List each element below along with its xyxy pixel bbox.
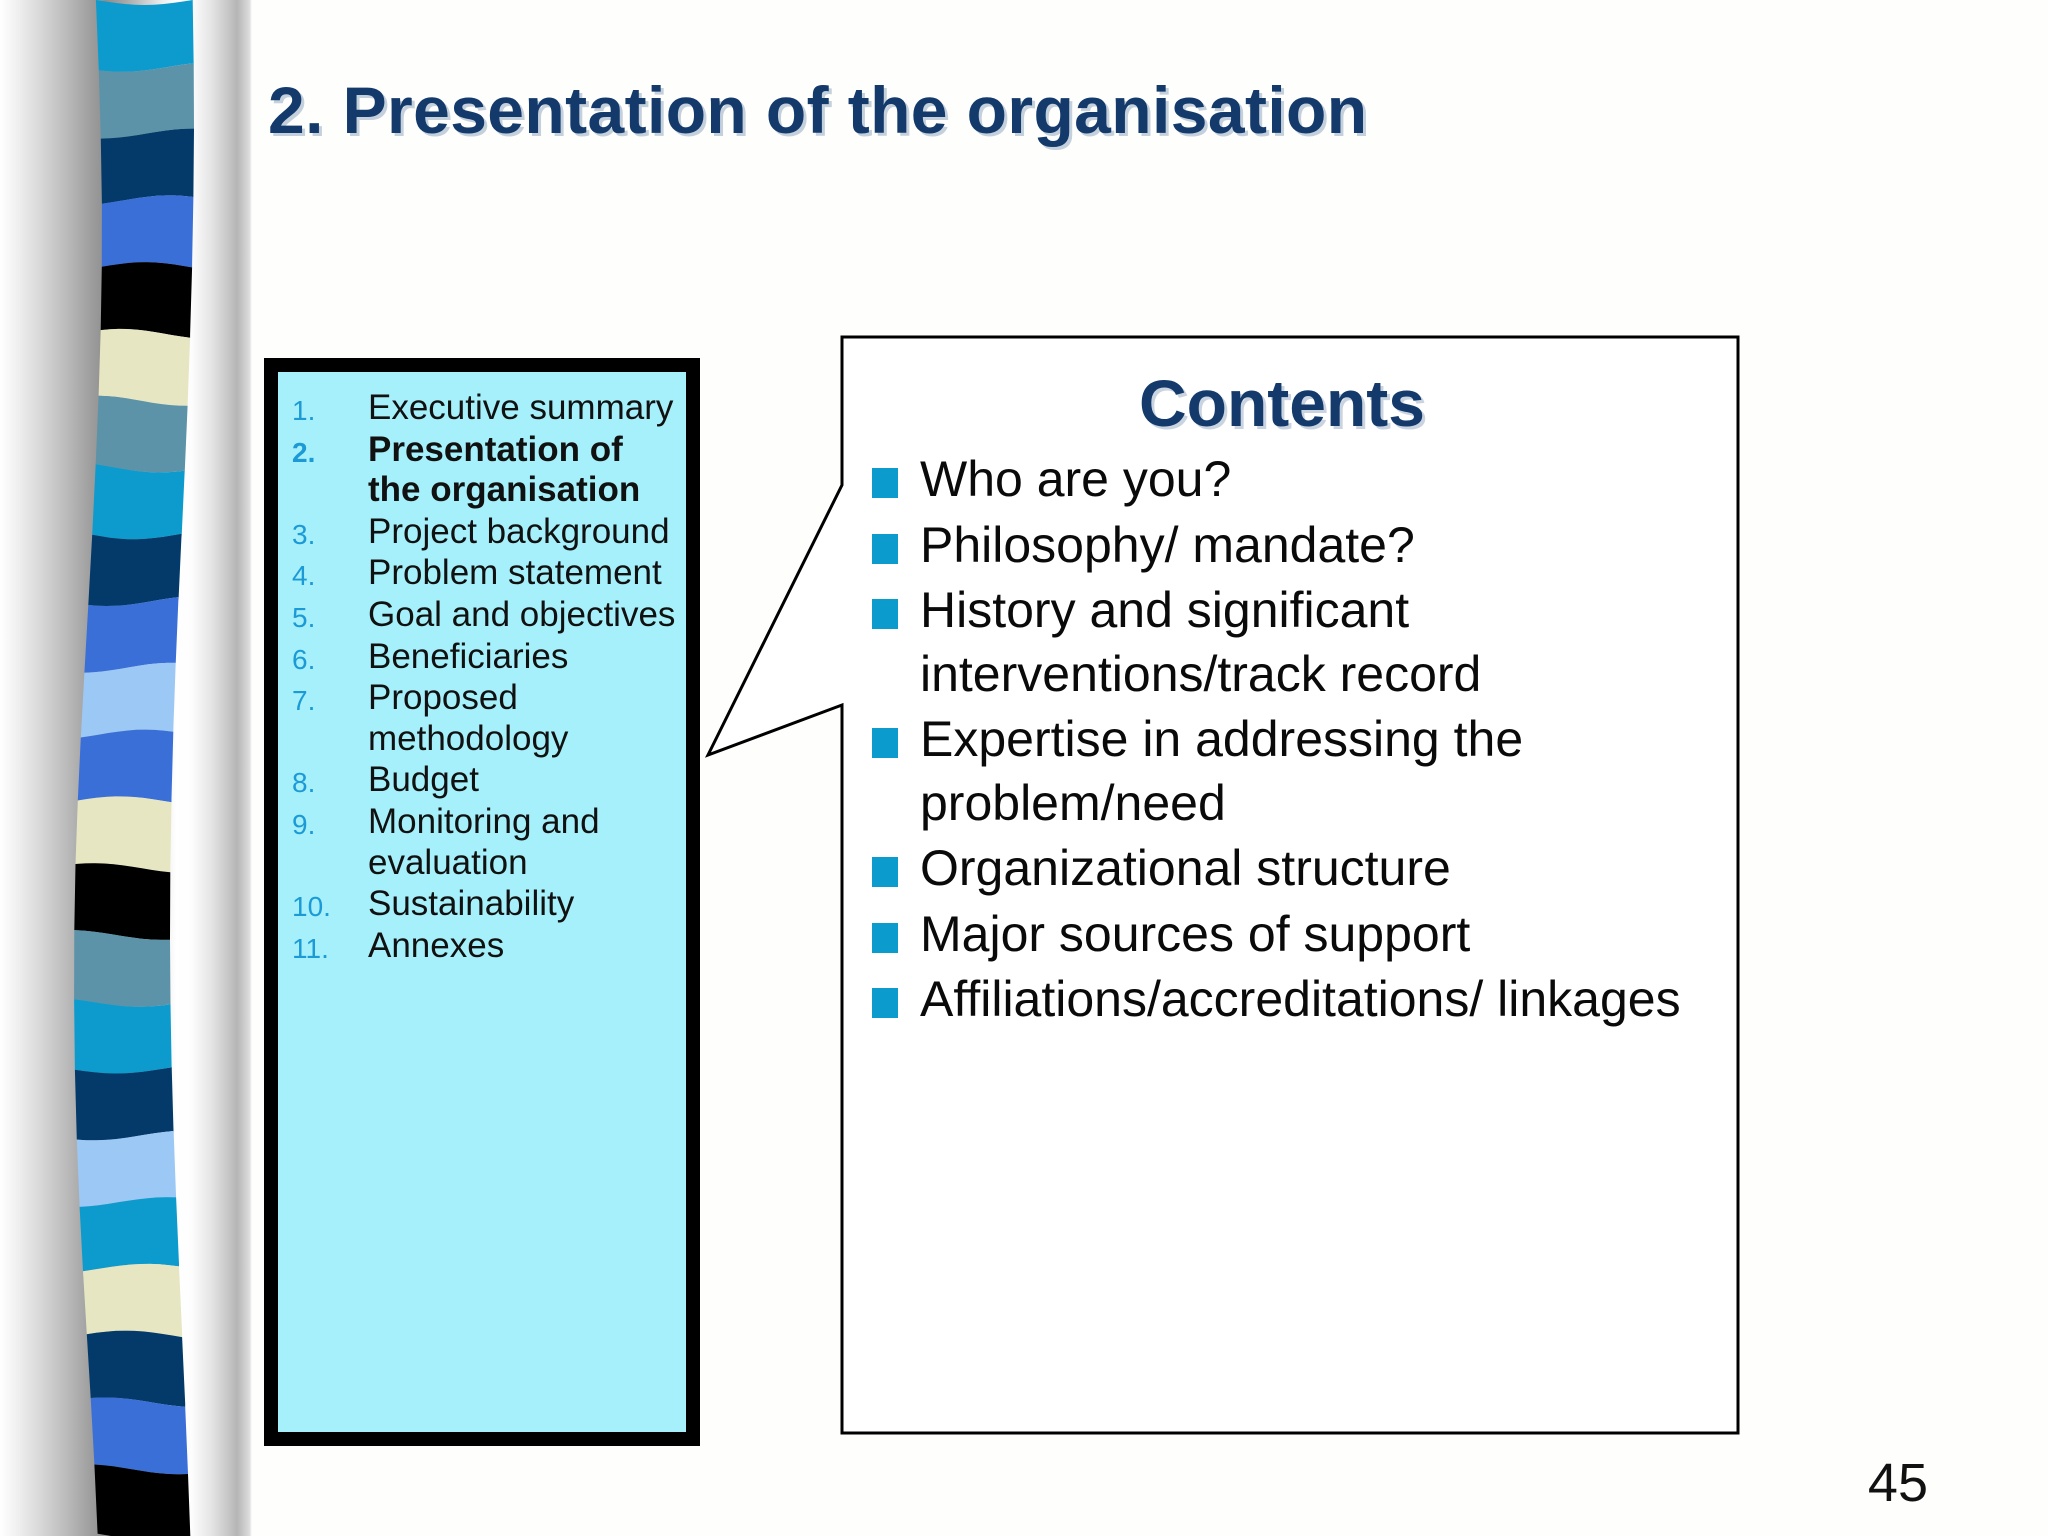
- toc-item-label: Goal and objectives: [368, 594, 676, 634]
- toc-item-3[interactable]: 3. Project background: [292, 512, 676, 553]
- stripe-segment: [95, 395, 188, 473]
- toc-item-label: Problem statement: [368, 553, 662, 593]
- stripe-segment: [77, 729, 174, 803]
- toc-item-number: 7.: [292, 685, 316, 717]
- toc-item-5[interactable]: 5. Goal and objectives: [292, 595, 676, 636]
- toc-item-number: 4.: [292, 560, 316, 592]
- stripe-segment: [83, 1263, 183, 1338]
- contents-callout: Contents Who are you? Philosophy/ mandate…: [700, 335, 1740, 1435]
- contents-bullet-label: Major sources of support: [920, 905, 1471, 962]
- stripe-segment: [74, 999, 172, 1074]
- contents-bullet-label: Philosophy/ mandate?: [920, 516, 1415, 573]
- page-title: 2. Presentation of the organisation: [268, 73, 1368, 147]
- toc-item-number: 2.: [292, 436, 316, 468]
- contents-bullet-label: Who are you?: [920, 451, 1232, 508]
- toc-item-number: 6.: [292, 643, 316, 675]
- toc-item-4[interactable]: 4. Problem statement: [292, 553, 676, 594]
- stripe-segment: [79, 1197, 179, 1272]
- table-of-contents-box: 1. Executive summary 2. Presentation of the…: [264, 358, 700, 1446]
- toc-item-8[interactable]: 8. Budget: [292, 760, 676, 801]
- stripe-segment: [95, 0, 194, 72]
- contents-bullet-list: Who are you? Philosophy/ mandate? History …: [872, 448, 1692, 1032]
- stripe-segment: [94, 1464, 191, 1536]
- stripe-segment: [74, 1067, 174, 1141]
- stripe-segment: [80, 662, 176, 738]
- stripe-segment: [90, 1397, 188, 1475]
- stripe-segment: [101, 195, 194, 268]
- contents-bullet-item: Affiliations/accreditations/ linkages: [872, 968, 1692, 1032]
- stripe-segment: [86, 1330, 186, 1407]
- stripe-segment: [84, 597, 179, 673]
- contents-bullet-item: Philosophy/ mandate?: [872, 514, 1692, 578]
- stripe-segment: [88, 533, 182, 606]
- contents-bullet-label: Expertise in addressing the problem/need: [920, 711, 1524, 831]
- stripe-segment: [100, 262, 193, 338]
- toc-item-label: Budget: [368, 760, 479, 800]
- square-bullet-icon: [872, 857, 898, 888]
- toc-item-11[interactable]: 11. Annexes: [292, 926, 676, 967]
- toc-item-7[interactable]: 7. Proposed methodology: [292, 678, 676, 759]
- stripe-segment: [74, 930, 171, 1007]
- toc-item-label: Sustainability: [368, 884, 575, 924]
- stripe-segment: [98, 63, 194, 139]
- toc-item-label: Proposed methodology: [368, 678, 569, 758]
- toc-item-10[interactable]: 10. Sustainability: [292, 884, 676, 925]
- toc-item-number: 3.: [292, 518, 316, 550]
- toc-item-number: 11.: [292, 932, 329, 964]
- toc-item-number: 1.: [292, 395, 316, 426]
- toc-item-number: 5.: [292, 601, 316, 633]
- square-bullet-icon: [872, 728, 898, 759]
- stripe-segment: [98, 328, 191, 406]
- contents-heading: Contents: [1139, 366, 1425, 440]
- stripe-segment: [92, 464, 185, 540]
- square-bullet-icon: [872, 533, 898, 564]
- toc-item-label: Project background: [368, 511, 670, 551]
- toc-item-label: Monitoring and evaluation: [368, 801, 600, 882]
- toc-list: 1. Executive summary 2. Presentation of the…: [292, 388, 676, 966]
- toc-item-2[interactable]: 2. Presentation of the organisation: [292, 430, 676, 511]
- toc-item-label: Executive summary: [368, 388, 674, 427]
- contents-bullet-label: Affiliations/accreditations/ linkages: [920, 971, 1681, 1028]
- toc-item-number: 9.: [292, 808, 316, 840]
- callout-content: Contents Who are you? Philosophy/ mandate…: [842, 335, 1722, 1435]
- contents-bullet-item: Who are you?: [872, 448, 1692, 512]
- toc-item-label: Beneficiaries: [368, 636, 569, 676]
- toc-item-6[interactable]: 6. Beneficiaries: [292, 637, 676, 678]
- square-bullet-icon: [872, 988, 898, 1019]
- stripe-segment: [75, 796, 172, 873]
- toc-item-number: 8.: [292, 767, 316, 799]
- toc-item-1[interactable]: 1. Executive summary: [292, 388, 676, 429]
- toc-item-label: Annexes: [368, 925, 505, 965]
- toc-item-number: 10.: [292, 891, 331, 923]
- page-number: 45: [1867, 1453, 1928, 1513]
- toc-item-label: Presentation of the organisation: [368, 429, 641, 510]
- square-bullet-icon: [872, 922, 898, 953]
- contents-bullet-label: History and significant interventions/tr…: [920, 582, 1482, 702]
- square-bullet-icon: [872, 468, 898, 499]
- callout-outline: [704, 335, 1740, 1435]
- contents-bullet-item: History and significant interventions/tr…: [872, 579, 1692, 706]
- contents-bullet-item: Expertise in addressing the problem/need: [872, 708, 1692, 835]
- contents-bullet-label: Organizational structure: [920, 840, 1451, 897]
- toc-item-9[interactable]: 9. Monitoring and evaluation: [292, 802, 676, 883]
- left-decorative-column: [0, 0, 252, 1536]
- stripe-segment: [76, 1131, 177, 1207]
- color-stripe-band: [74, 0, 194, 1536]
- stripe-segment: [74, 863, 171, 940]
- stripe-segment: [100, 128, 194, 204]
- square-bullet-icon: [872, 599, 898, 630]
- contents-bullet-item: Major sources of support: [872, 903, 1692, 967]
- contents-bullet-item: Organizational structure: [872, 837, 1692, 901]
